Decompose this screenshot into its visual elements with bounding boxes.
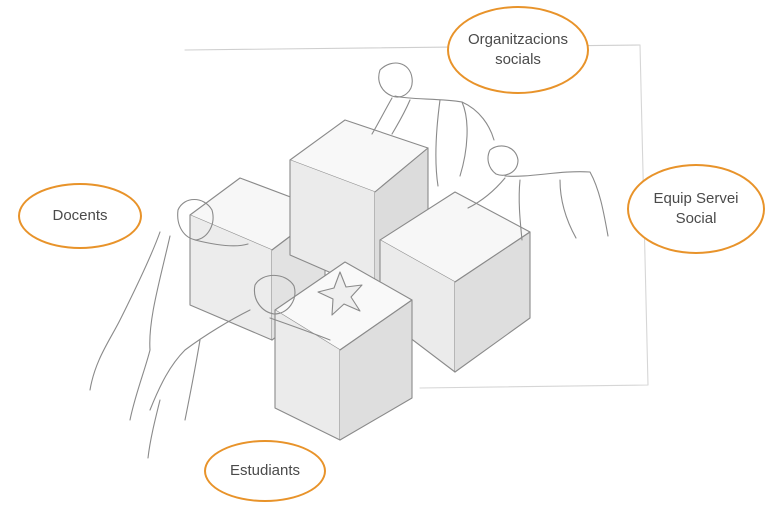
figure-organitzacions (371, 62, 495, 187)
figure-estudiants (147, 274, 331, 459)
label-docents: Docents (18, 183, 142, 249)
figure-equip-servei (467, 145, 609, 241)
star-on-cube (317, 271, 363, 316)
label-organitzacions-socials: Organitzacions socials (447, 6, 589, 94)
figure-docents (89, 198, 249, 421)
label-estudiants: Estudiants (204, 440, 326, 502)
cube-front (274, 261, 413, 441)
label-equip-servei-social: Equip Servei Social (627, 164, 765, 254)
paper-edge-right (419, 44, 649, 389)
cube-right (379, 191, 531, 373)
